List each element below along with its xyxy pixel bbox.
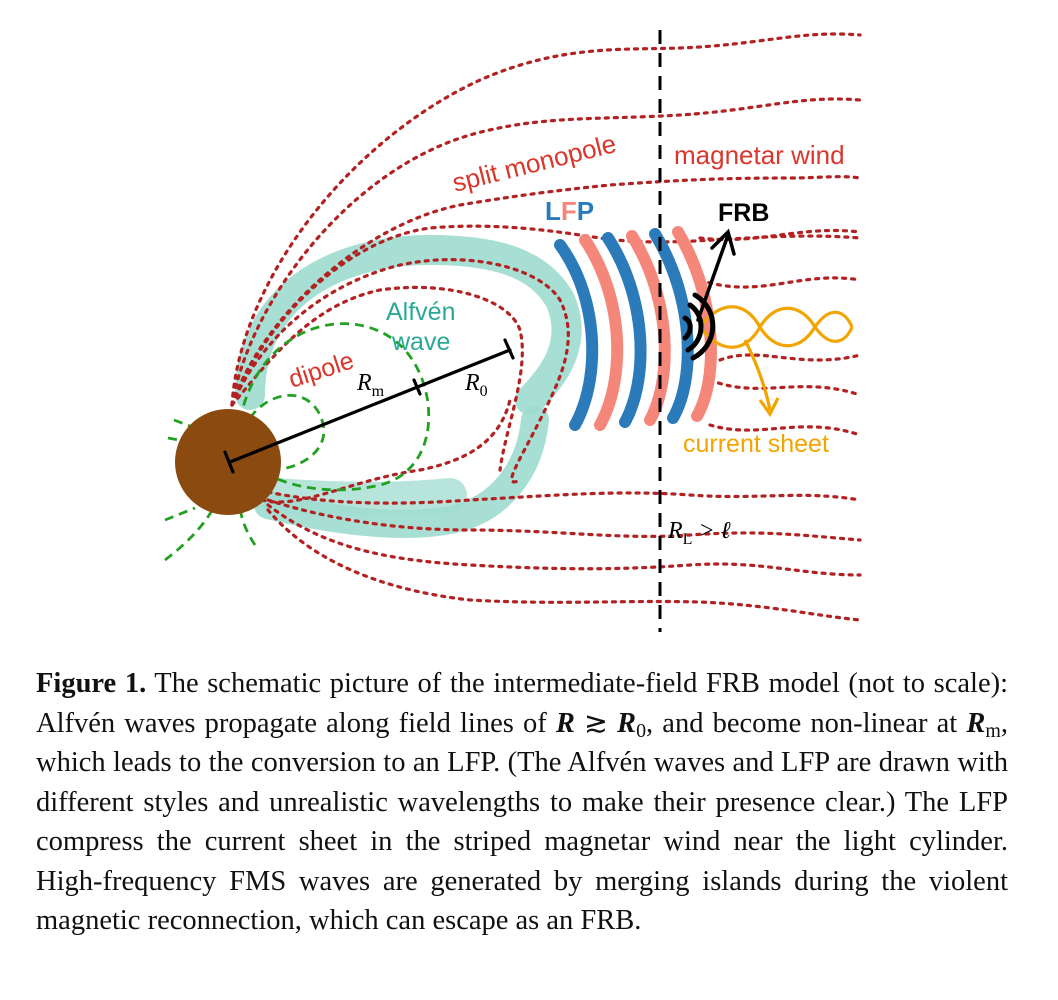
caption-text-4: , which leads to the conversion to an LF… xyxy=(36,707,1008,937)
frb-arc-2 xyxy=(685,302,704,353)
alfven-band-lower-2 xyxy=(258,478,467,516)
lfp-arc-salmon-2 xyxy=(626,230,671,426)
field-line-upper-5 xyxy=(230,258,570,484)
figure-caption: Figure 1. The schematic picture of the i… xyxy=(36,664,1008,941)
lfp-arc-blue-2 xyxy=(602,232,647,428)
field-lines xyxy=(230,32,862,622)
field-line-lower-4 xyxy=(266,508,862,622)
frb-arc-1 xyxy=(682,315,693,341)
alfven-band-upper xyxy=(235,234,582,415)
lfp-arcs xyxy=(554,226,717,431)
caption-figure-label: Figure 1. xyxy=(36,668,147,699)
radius-start-tick xyxy=(223,450,235,474)
lfp-label-f: F xyxy=(561,196,577,226)
field-line-lower-5 xyxy=(260,398,512,504)
dipole-loop-large xyxy=(238,322,431,492)
alfven-wave-label-line2: wave xyxy=(391,328,450,356)
caption-text-1: The schematic picture of the intermediat… xyxy=(36,668,1008,739)
caption-text-2: ≳ xyxy=(574,707,618,739)
field-line-lower-3 xyxy=(266,503,862,577)
lfp-label-p: P xyxy=(577,196,594,226)
current-sheet-pointer xyxy=(743,339,772,411)
field-line-upper-2 xyxy=(230,97,862,407)
frb-emission xyxy=(682,228,736,361)
radius-line xyxy=(228,348,512,464)
dipole-stub-4 xyxy=(164,504,217,562)
caption-math-r0-sub: 0 xyxy=(636,719,647,742)
frb-arrow-shaft xyxy=(696,233,730,322)
current-sheet-wave-a xyxy=(698,305,854,348)
wind-line-4 xyxy=(708,378,862,397)
lfp-label: LFP xyxy=(545,196,594,226)
lfp-label-l: L xyxy=(545,196,561,226)
alfven-wave-label-line1: Alfvén xyxy=(386,298,455,326)
frb-arc-3 xyxy=(690,292,716,361)
radius-end-tick xyxy=(503,338,515,360)
r-0-label: R0 xyxy=(464,370,488,400)
radius-rm-tick xyxy=(412,378,422,396)
frb-arrow-head xyxy=(710,228,736,256)
wind-line-5 xyxy=(708,423,862,437)
magnetar-wind-label: magnetar wind xyxy=(674,140,845,170)
current-sheet xyxy=(698,305,854,418)
figure-diagram: split monopole magnetar wind LFP FRB Alf… xyxy=(164,30,862,632)
field-line-upper-1 xyxy=(230,32,862,407)
r-m-label: Rm xyxy=(356,370,385,400)
dipole-loop-small xyxy=(248,394,326,472)
wind-line-3 xyxy=(718,353,862,362)
wind-line-2 xyxy=(698,276,862,289)
current-sheet-wave-b xyxy=(698,306,854,349)
caption-math-rm: R xyxy=(966,707,986,739)
dipole-stub-5 xyxy=(238,504,257,546)
caption-text-3: , and become non-linear at xyxy=(646,707,967,739)
rl-label: RL > ℓ xyxy=(667,518,731,548)
dipole-stub-3 xyxy=(164,506,196,522)
dipole-label: dipole xyxy=(285,346,357,393)
current-sheet-arrowhead xyxy=(758,397,780,418)
lfp-arc-salmon-1 xyxy=(579,234,624,431)
caption-math-r: R xyxy=(555,707,575,739)
field-line-lower-2 xyxy=(266,498,862,542)
frb-label: FRB xyxy=(718,199,769,227)
field-line-lower-1 xyxy=(266,490,862,505)
radius-indicator xyxy=(223,338,515,474)
caption-math-rm-sub: m xyxy=(985,719,1001,742)
alfven-band-lower xyxy=(254,406,549,539)
caption-math-r0: R xyxy=(617,707,637,739)
current-sheet-label: current sheet xyxy=(683,430,829,458)
lfp-arc-blue-1 xyxy=(554,239,599,431)
